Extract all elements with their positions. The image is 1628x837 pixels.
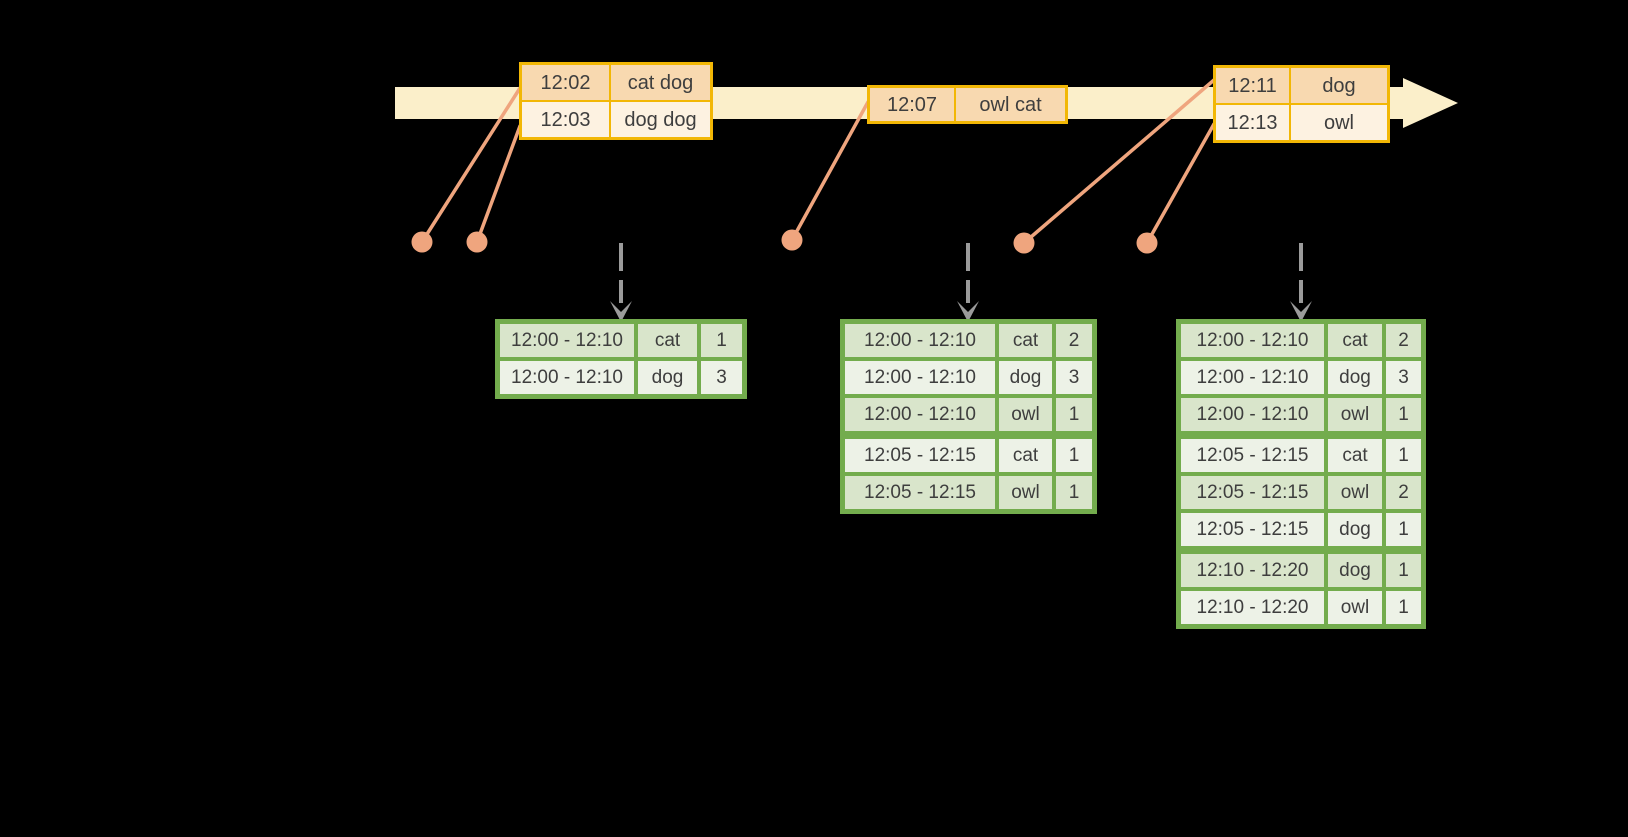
cell-count: 1 <box>1382 554 1421 587</box>
cell-count: 1 <box>1052 476 1092 509</box>
cell-window: 12:05 - 12:15 <box>864 445 976 466</box>
cell-window: 12:05 - 12:15 <box>864 482 976 503</box>
cell-window: 12:05 - 12:15 <box>1196 482 1309 503</box>
cell-word: owl <box>995 476 1052 509</box>
event-dot-icon <box>781 229 803 251</box>
cell-window: 12:00 - 12:10 <box>511 330 623 351</box>
cell-word: owl <box>1324 476 1382 509</box>
cell-window: 12:10 - 12:20 <box>1196 560 1309 581</box>
cell-window: 12:00 - 12:10 <box>1196 404 1309 425</box>
cell-word: dog <box>995 361 1052 394</box>
cell-time: 12:07 <box>886 93 938 116</box>
cell-count: 2 <box>1382 324 1421 357</box>
event-table-3: 12:11 dog 12:13 owl <box>1213 65 1390 143</box>
table-row: 12:03 dog dog <box>522 100 710 137</box>
cell-count: 2 <box>1382 476 1421 509</box>
cell-word: dog <box>634 361 697 394</box>
cell-count: 1 <box>1382 439 1421 472</box>
cell-time: 12:11 <box>1228 74 1277 97</box>
event-table-2: 12:07 owl cat <box>867 85 1068 124</box>
cell-word: cat <box>995 439 1052 472</box>
down-arrow-icon <box>1290 301 1312 322</box>
cell-window: 12:00 - 12:10 <box>1196 367 1309 388</box>
event-connector-line <box>1145 122 1216 245</box>
down-arrow-icon <box>610 301 632 322</box>
cell-time: 12:02 <box>540 71 591 94</box>
cell-window: 12:00 - 12:10 <box>864 367 976 388</box>
cell-count: 3 <box>697 361 742 394</box>
cell-count: 1 <box>1052 439 1092 472</box>
cell-word: owl <box>1324 398 1382 431</box>
cell-word: dog <box>1324 554 1382 587</box>
table-row: 12:11 dog <box>1216 68 1387 103</box>
cell-count: 3 <box>1052 361 1092 394</box>
cell-word: owl <box>995 398 1052 431</box>
event-connector-line <box>790 100 870 242</box>
cell-time: 12:03 <box>540 108 591 131</box>
cell-word: cat <box>995 324 1052 357</box>
cell-word: cat <box>1324 324 1382 357</box>
cell-word: owl <box>1324 591 1382 624</box>
cell-window: 12:10 - 12:20 <box>1196 597 1309 618</box>
cell-words: cat dog <box>609 65 710 100</box>
table-row: 12:02 cat dog <box>522 65 710 100</box>
table-row: 12:07 owl cat <box>870 88 1065 121</box>
cell-count: 1 <box>1052 398 1092 431</box>
cell-count: 1 <box>697 324 742 357</box>
event-dot-icon <box>466 231 488 253</box>
event-dot-icon <box>411 231 433 253</box>
cell-window: 12:00 - 12:10 <box>1196 330 1309 351</box>
event-dot-icon <box>1136 232 1158 254</box>
cell-count: 1 <box>1382 513 1421 546</box>
cell-count: 1 <box>1382 591 1421 624</box>
event-dot-icon <box>1013 232 1035 254</box>
down-arrow-icon <box>957 301 979 322</box>
cell-count: 1 <box>1382 398 1421 431</box>
cell-words: dog dog <box>609 102 710 137</box>
cell-word: dog <box>1324 361 1382 394</box>
timeline-arrow-icon <box>1403 78 1458 128</box>
cell-window: 12:00 - 12:10 <box>864 330 976 351</box>
cell-word: dog <box>1324 513 1382 546</box>
cell-word: cat <box>1324 439 1382 472</box>
table-row: 12:13 owl <box>1216 103 1387 140</box>
cell-window: 12:05 - 12:15 <box>1196 445 1309 466</box>
event-connector-line <box>475 124 522 244</box>
cell-time: 12:13 <box>1227 111 1278 134</box>
event-connector-line <box>1022 78 1216 245</box>
cell-count: 3 <box>1382 361 1421 394</box>
cell-word: cat <box>634 324 697 357</box>
event-table-1: 12:02 cat dog 12:03 dog dog <box>519 62 713 140</box>
cell-count: 2 <box>1052 324 1092 357</box>
cell-window: 12:00 - 12:10 <box>864 404 976 425</box>
cell-words: owl <box>1289 105 1387 140</box>
event-connector-line <box>420 86 522 244</box>
cell-window: 12:00 - 12:10 <box>511 367 623 388</box>
cell-window: 12:05 - 12:15 <box>1196 519 1309 540</box>
cell-words: dog <box>1289 68 1387 103</box>
cell-words: owl cat <box>954 88 1065 121</box>
